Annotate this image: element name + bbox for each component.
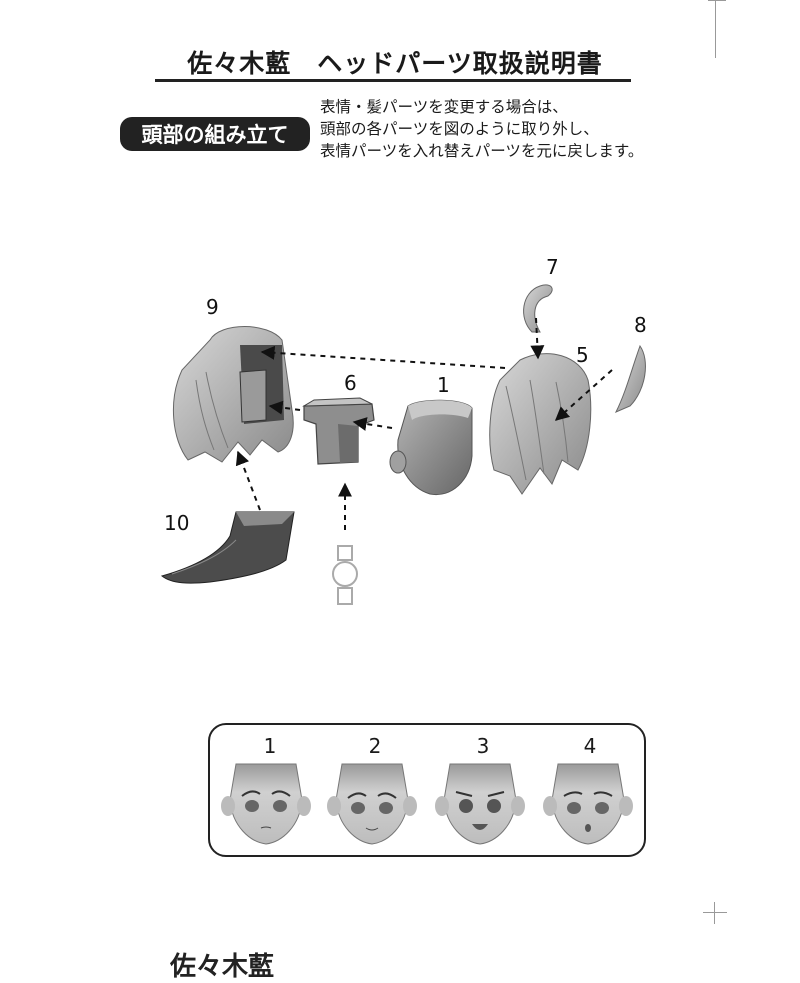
neck-peg-outline (332, 545, 358, 605)
crop-mark-vertical (715, 0, 716, 58)
intro-line-2: 頭部の各パーツを図のように取り外し、 (320, 120, 599, 138)
intro-line-3: 表情パーツを入れ替えパーツを元に戻します。 (320, 142, 644, 160)
face-variant-2 (327, 763, 417, 845)
label-part-9: 9 (206, 295, 219, 319)
part-9-back-hair (172, 326, 294, 463)
label-part-7: 7 (546, 255, 559, 279)
face-variants-frame (208, 723, 646, 857)
face-label-1: 1 (263, 734, 277, 758)
next-page-title-fragment: 佐々木藍 (170, 952, 275, 982)
part-10-ponytail (160, 511, 295, 584)
title-underline (155, 79, 631, 82)
face-variant-3 (435, 763, 525, 845)
intro-line-1: 表情・髪パーツを変更する場合は、 (320, 98, 568, 116)
face-variant-1 (221, 763, 311, 845)
part-7-hair-strand (523, 284, 553, 333)
assembly-diagram: 9 6 1 7 8 5 10 (160, 255, 647, 845)
crop-mark-horizontal (708, 0, 726, 1)
section-badge: 頭部の組み立て (120, 117, 310, 151)
assembly-arrows (235, 317, 613, 530)
crop-cross-vertical (714, 902, 715, 924)
section-intro: 表情・髪パーツを変更する場合は、 頭部の各パーツを図のように取り外し、 表情パー… (320, 96, 643, 162)
label-part-8: 8 (634, 313, 647, 337)
label-part-1: 1 (437, 373, 450, 397)
part-6-neck-block (302, 397, 375, 465)
face-label-3: 3 (476, 734, 490, 758)
part-1-face (389, 399, 473, 496)
face-label-2: 2 (368, 734, 382, 758)
page-title: 佐々木藍 ヘッドパーツ取扱説明書 (187, 49, 603, 78)
label-part-10: 10 (164, 511, 189, 535)
label-part-5: 5 (576, 343, 589, 367)
part-8-side-lock (614, 344, 646, 413)
label-part-6: 6 (344, 371, 357, 395)
face-label-4: 4 (583, 734, 597, 758)
crop-cross-horizontal (703, 912, 727, 913)
part-5-front-hair (489, 353, 592, 495)
face-variant-4 (543, 763, 633, 845)
face-variants (221, 763, 633, 845)
